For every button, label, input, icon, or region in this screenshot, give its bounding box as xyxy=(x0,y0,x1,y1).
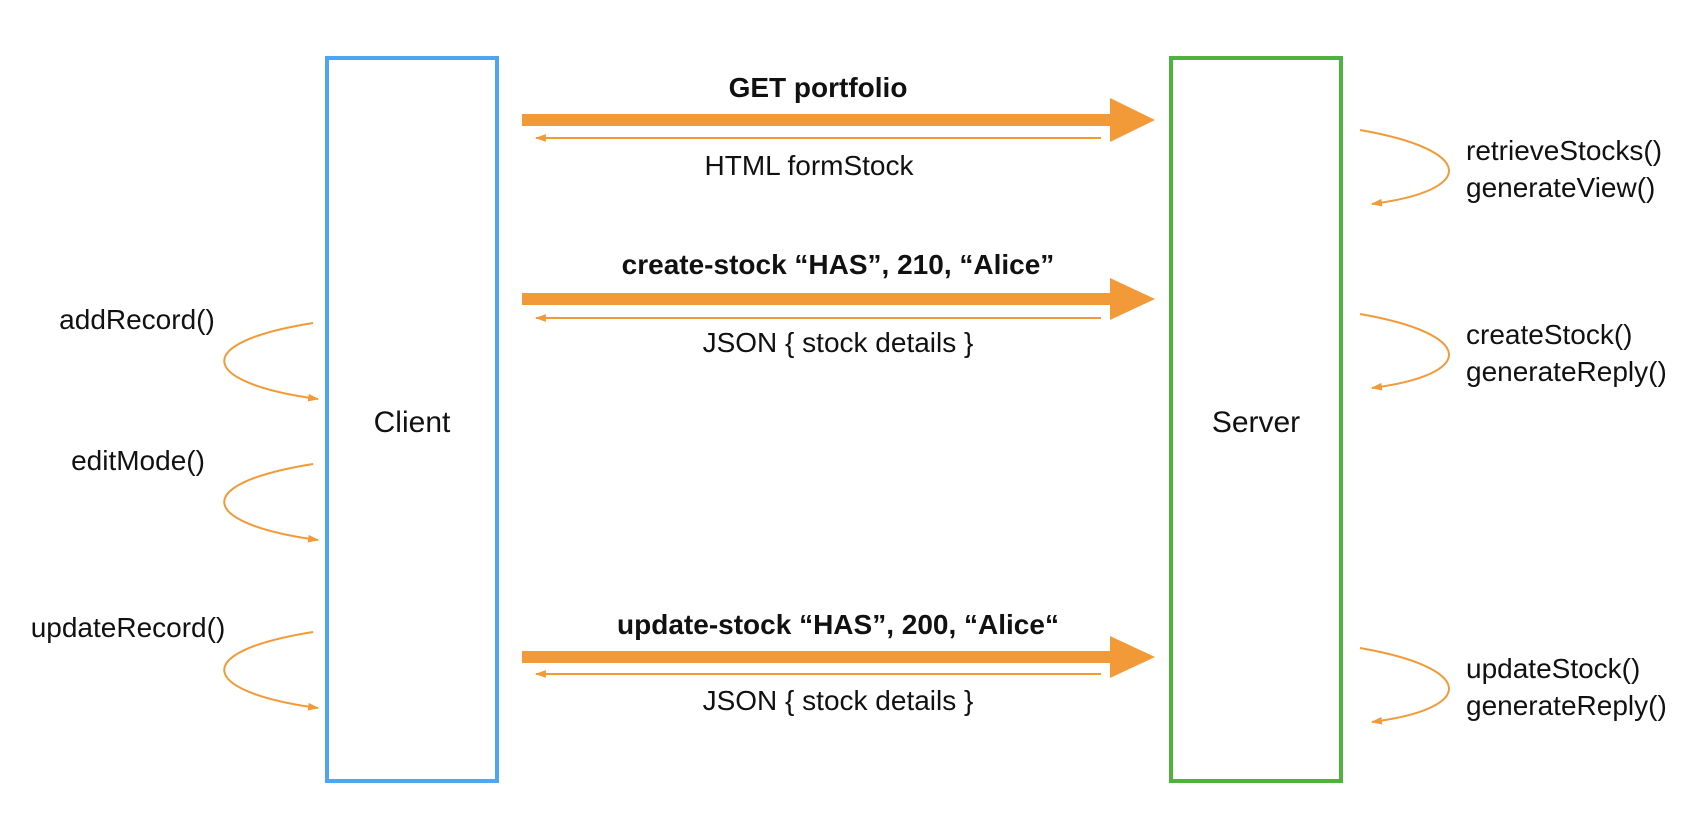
request-arrow-shaft xyxy=(522,114,1114,126)
client-self-call-arrow xyxy=(223,322,320,402)
response-label: JSON { stock details } xyxy=(703,327,974,358)
server-call-label: generateReply() xyxy=(1466,690,1667,721)
server-call-label: generateReply() xyxy=(1466,356,1667,387)
server-call-label: retrieveStocks() xyxy=(1466,135,1662,166)
server-call-label: updateStock() xyxy=(1466,653,1640,684)
client-self-call-arrow xyxy=(223,631,320,711)
request-label: create-stock “HAS”, 210, “Alice” xyxy=(622,249,1055,280)
request-arrow-head xyxy=(1110,636,1155,678)
response-label: HTML formStock xyxy=(705,150,915,181)
request-arrow-shaft xyxy=(522,651,1114,663)
request-label: GET portfolio xyxy=(729,72,908,103)
response-label: JSON { stock details } xyxy=(703,685,974,716)
client-call-label: addRecord() xyxy=(59,304,215,335)
server-self-call-arrow xyxy=(1359,647,1450,725)
request-arrow-head xyxy=(1110,98,1155,142)
request-arrow-head xyxy=(1110,278,1155,320)
server-box xyxy=(1169,56,1343,783)
server-self-call-arrow xyxy=(1359,129,1450,207)
client-label: Client xyxy=(374,406,451,439)
server-self-call-arrow xyxy=(1359,313,1450,391)
client-call-label: editMode() xyxy=(71,445,205,476)
server-call-label: createStock() xyxy=(1466,319,1633,350)
request-arrow-shaft xyxy=(522,293,1114,305)
client-self-call-arrow xyxy=(223,463,320,543)
server-label: Server xyxy=(1212,406,1300,439)
server-call-label: generateView() xyxy=(1466,172,1655,203)
client-box xyxy=(325,56,499,783)
request-label: update-stock “HAS”, 200, “Alice“ xyxy=(617,609,1059,640)
client-call-label: updateRecord() xyxy=(31,612,226,643)
